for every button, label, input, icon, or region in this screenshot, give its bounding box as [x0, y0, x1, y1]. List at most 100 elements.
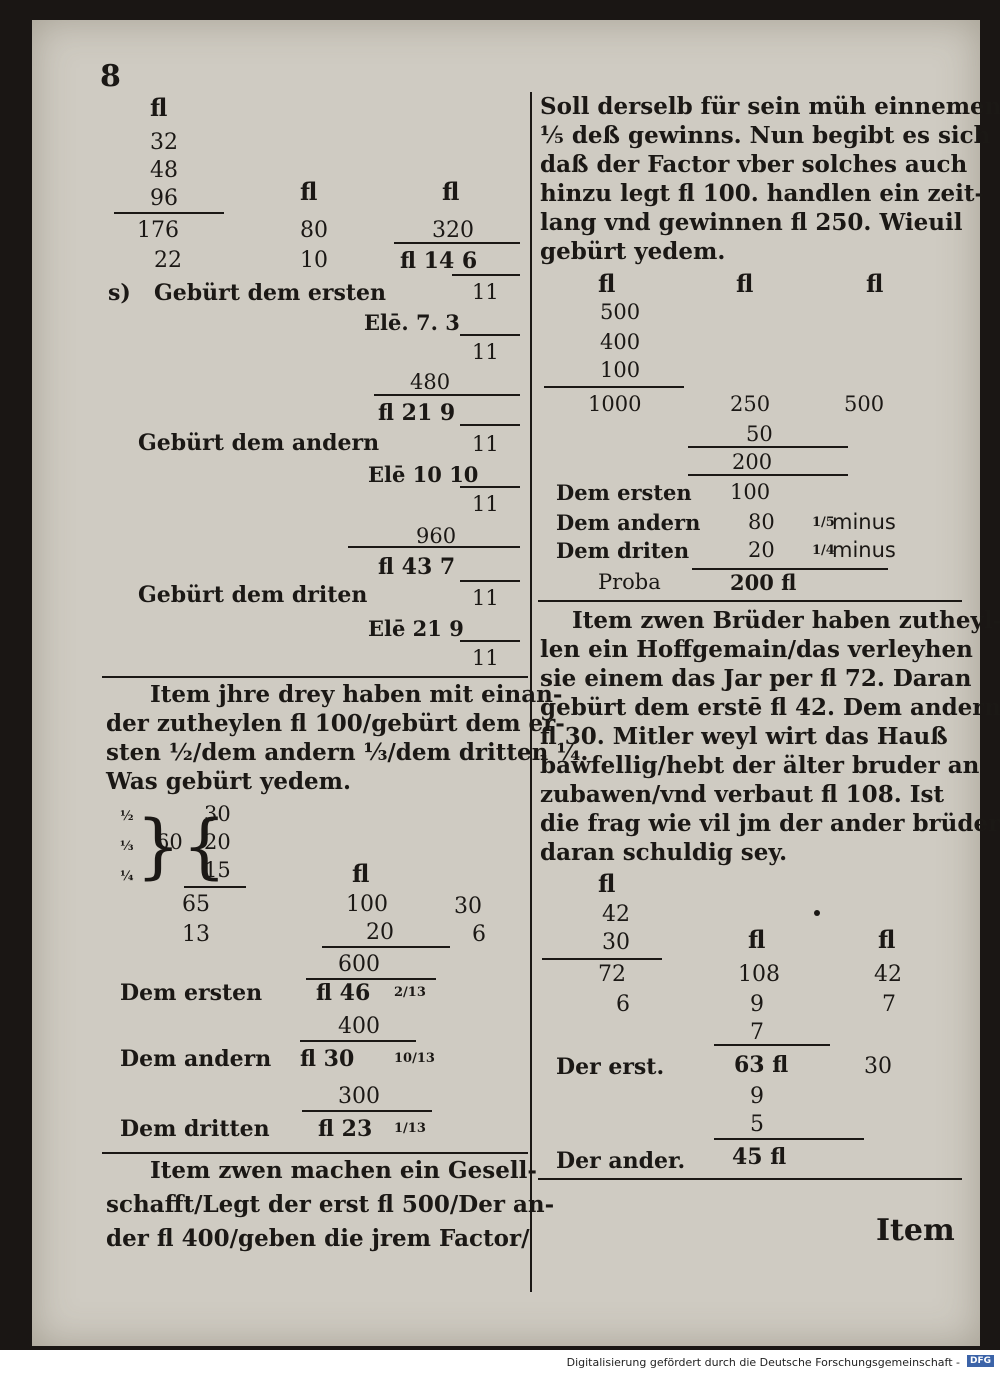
section-divider — [538, 1178, 962, 1180]
florin-header: fl — [866, 269, 884, 298]
sum-line — [184, 886, 246, 888]
calc-value: 500 — [600, 300, 641, 324]
calc-value: 30 — [864, 1054, 892, 1079]
bracket: { — [182, 805, 227, 887]
calc-value: 6 — [472, 922, 486, 947]
calc-value: fl 43 7 — [378, 554, 456, 580]
calc-value: 30 — [204, 802, 231, 826]
florin-header: fl — [300, 177, 318, 206]
column-rule — [530, 92, 532, 1292]
problem-text-line: Soll derselb für sein müh einnemen — [540, 93, 1000, 120]
calc-value: 11 — [472, 280, 499, 304]
problem-text-line: die frag wie vil jm der ander brüder — [540, 810, 1000, 837]
calc-value: 9 — [750, 1084, 764, 1109]
calc-value: 11 — [472, 432, 499, 456]
problem-text-line: len ein Hoffgemain/das verleyhen — [540, 636, 973, 663]
minus-label: minus — [832, 538, 896, 562]
share-label: Gebürt dem driten — [138, 582, 368, 608]
calc-value: 108 — [738, 962, 780, 987]
result-value: fl 30 — [300, 1046, 355, 1072]
problem-text-line: bawfellig/hebt der älter bruder an — [540, 752, 980, 779]
sum-line — [394, 242, 520, 244]
ink-fleck — [814, 910, 820, 916]
calc-value: 80 — [748, 510, 775, 534]
footer-bar: Digitalisierung gefördert durch die Deut… — [0, 1350, 1000, 1374]
problem-text-line: daran schuldig sey. — [540, 839, 788, 866]
problem-text-line: daß der Factor vber solches auch — [540, 151, 968, 178]
result-value: fl 23 — [318, 1116, 373, 1142]
florin-header: fl — [442, 177, 460, 206]
calc-value: Elē 10 10 — [368, 462, 479, 487]
section-divider — [102, 1152, 528, 1154]
sum-line — [544, 386, 684, 388]
calc-value: 72 — [598, 962, 626, 987]
sum-line — [348, 546, 520, 548]
calc-value: 11 — [472, 492, 499, 516]
calc-value: 11 — [472, 646, 499, 670]
calc-value: 50 — [746, 422, 773, 446]
calc-value: 15 — [204, 858, 231, 882]
calc-value: 1000 — [588, 392, 642, 416]
calc-value: 960 — [416, 524, 457, 548]
calc-value: 42 — [602, 902, 630, 927]
calc-value: 300 — [338, 1084, 380, 1109]
calc-value: 20 — [748, 538, 775, 562]
calc-value: 7 — [750, 1020, 764, 1045]
calc-value: 320 — [432, 218, 474, 243]
result-fraction: 2/13 — [394, 985, 426, 1000]
problem-text-line: lang vnd gewinnen fl 250. Wieuil — [540, 209, 963, 236]
calc-value: 48 — [150, 158, 178, 183]
calc-value: 200 — [732, 450, 773, 474]
calc-value: 45 fl — [732, 1144, 787, 1170]
minus-label: minus — [832, 510, 896, 534]
result-fraction: 1/13 — [394, 1121, 426, 1136]
florin-header: fl — [352, 859, 370, 888]
problem-text-line: Item zwen machen ein Gesell- — [150, 1157, 537, 1184]
page-number: 8 — [100, 59, 121, 94]
problem-text-line: Item jhre drey haben mit einan- — [150, 681, 563, 708]
calc-value: Elē. 7. 3 — [364, 310, 460, 335]
calc-value: 63 fl — [734, 1052, 789, 1078]
problem-text-line: fl 30. Mitler weyl wirt das Hauß — [540, 723, 948, 750]
calc-value: 20 — [204, 830, 231, 854]
florin-header: fl — [598, 269, 616, 298]
florin-header: fl — [736, 269, 754, 298]
problem-text-line: gebürt yedem. — [540, 238, 726, 265]
problem-text-line: schafft/Legt der erst fl 500/Der an- — [106, 1191, 555, 1218]
calc-value: 100 — [730, 480, 771, 504]
sum-line — [692, 568, 888, 570]
sum-line — [306, 978, 436, 980]
calc-value: 20 — [366, 920, 394, 945]
problem-text-line: der zutheylen fl 100/gebürt dem er- — [106, 710, 565, 737]
calc-value: 30 — [602, 930, 630, 955]
calc-value: 80 — [300, 218, 328, 243]
result-label: Proba — [598, 570, 661, 594]
calc-value: 500 — [844, 392, 885, 416]
share-label: Gebürt dem ersten — [154, 280, 387, 306]
result-label: Der erst. — [556, 1054, 665, 1080]
calc-value: 100 — [600, 358, 641, 382]
sum-line — [374, 394, 520, 396]
calc-value: 600 — [338, 952, 380, 977]
sum-line — [114, 212, 224, 214]
dfg-logo: DFG — [966, 1355, 994, 1367]
calc-value: 11 — [472, 586, 499, 610]
calc-value: fl 21 9 — [378, 400, 456, 426]
result-label: Dem andern — [120, 1046, 272, 1072]
sum-line — [460, 334, 520, 336]
calc-value: fl 14 6 — [400, 248, 478, 274]
result-label: Dem ersten — [556, 480, 692, 505]
calc-value: 5 — [750, 1112, 764, 1137]
section-divider — [102, 676, 528, 678]
calc-value: 200 fl — [730, 570, 797, 595]
result-fraction: 1/4 — [812, 543, 835, 558]
calc-value: 30 — [454, 894, 482, 919]
calc-value: 400 — [338, 1014, 380, 1039]
sum-line — [452, 274, 520, 276]
problem-text-line: hinzu legt fl 100. handlen ein zeit- — [540, 180, 985, 207]
sum-line — [460, 486, 520, 488]
florin-header: fl — [878, 925, 896, 954]
sum-line — [460, 424, 520, 426]
calc-value: 250 — [730, 392, 771, 416]
calc-value: 60 — [156, 830, 183, 854]
